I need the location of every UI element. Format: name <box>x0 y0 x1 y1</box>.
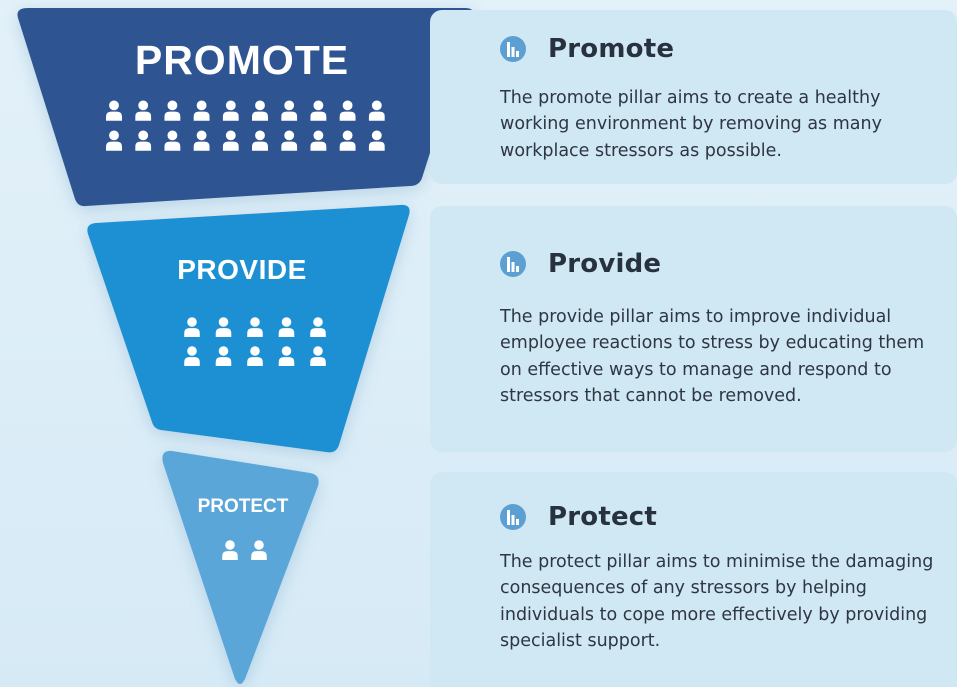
bar-chart-circle-icon <box>500 251 526 277</box>
bar-chart-circle-icon <box>500 504 526 530</box>
funnel-label-provide: PROVIDE <box>177 254 307 285</box>
bar-chart-circle-icon <box>500 36 526 62</box>
funnel-segment-provide <box>87 204 410 453</box>
funnel-label-promote: PROMOTE <box>135 37 349 83</box>
pillar-title: Protect <box>548 502 658 532</box>
funnel-segment-promote <box>17 8 474 207</box>
funnel-segment-protect <box>162 450 319 684</box>
pillar-card-promote: Promote The promote pillar aims to creat… <box>430 10 957 184</box>
pillar-title: Promote <box>548 34 675 64</box>
pillar-card-header: Promote <box>500 34 674 64</box>
pillar-description: The protect pillar aims to minimise the … <box>500 552 934 651</box>
pillar-card-header: Protect <box>500 502 657 532</box>
pillar-description: The promote pillar aims to create a heal… <box>500 88 882 161</box>
pillar-card-protect: Protect The protect pillar aims to minim… <box>430 472 957 687</box>
pillar-card-header: Provide <box>500 249 661 279</box>
pillar-card-provide: Provide The provide pillar aims to impro… <box>430 206 957 452</box>
funnel-label-protect: PROTECT <box>198 496 289 517</box>
pillar-title: Provide <box>548 249 662 279</box>
pillar-description: The provide pillar aims to improve indiv… <box>500 307 925 406</box>
